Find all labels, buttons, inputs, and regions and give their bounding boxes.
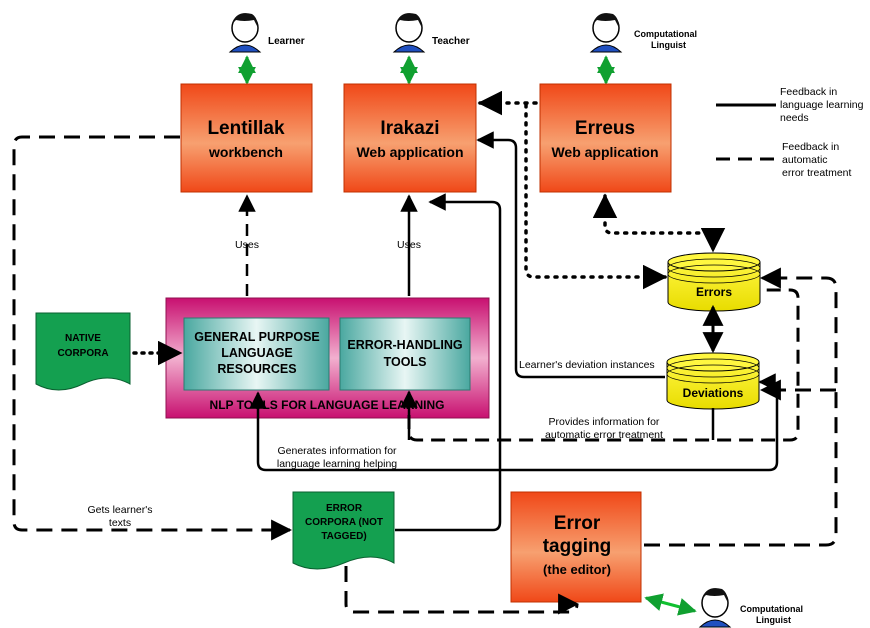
provides-info-line1: Provides information for [549, 416, 660, 428]
person-icon [698, 588, 732, 628]
legend-dashed-line1: Feedback in [782, 141, 839, 153]
teacher-label: Teacher [432, 36, 470, 47]
generates-info-line2: language learning helping [277, 458, 397, 470]
gets-texts-line2: texts [109, 517, 131, 529]
error-tagging-line1: Error [554, 513, 601, 534]
errors-database: Errors [667, 252, 761, 312]
error-corpora-line2: CORPORA (NOT [305, 517, 383, 528]
error-handling-box [339, 317, 471, 391]
corpora-to-tagging-dashed [344, 566, 588, 623]
deviations-label: Deviations [683, 386, 744, 400]
person-icon [392, 13, 426, 53]
legend-dashed-line3: error treatment [782, 167, 852, 179]
teacher-actor: Teacher [392, 13, 470, 53]
error-corpora-line3: TAGGED) [321, 531, 366, 542]
legend-solid-line3: needs [780, 112, 809, 124]
erreus-title: Erreus [575, 118, 635, 139]
irakazi-box: Irakazi Web application [343, 83, 477, 193]
computational-linguist-bottom-actor: Computational Linguist [698, 588, 803, 628]
learner-actor: Learner [228, 13, 305, 53]
legend: Feedback in language learning needs Feed… [716, 86, 864, 179]
lentillak-box: Lentillak workbench [180, 83, 313, 193]
native-line2: CORPORA [57, 348, 108, 359]
actor-arrows [238, 55, 697, 616]
comp-ling-top-line1: Computational [634, 29, 697, 39]
gets-texts-line1: Gets learner's [87, 504, 152, 516]
comp-ling-top-line2: Linguist [651, 40, 686, 50]
error-handling-line1: ERROR-HANDLING [347, 338, 462, 352]
legend-dashed-line2: automatic [782, 154, 828, 166]
lentillak-title: Lentillak [207, 118, 285, 139]
native-corpora-doc: NATIVE CORPORA [35, 312, 131, 391]
error-handling-line2: TOOLS [384, 355, 427, 369]
comp-ling-bottom-line1: Computational [740, 604, 803, 614]
tagging-feedback-dashed [644, 267, 838, 547]
gets-texts-arrow [12, 135, 293, 541]
learner-label: Learner [268, 36, 305, 47]
corpora-to-irakazi-arrow [395, 193, 502, 532]
connectors [12, 90, 838, 623]
uses-label-left: Uses [235, 239, 259, 251]
deviations-database: Deviations [666, 352, 760, 410]
error-tagging-line3: (the editor) [543, 562, 611, 577]
error-corpora-doc: ERROR CORPORA (NOT TAGGED) [292, 491, 395, 570]
person-icon [589, 13, 623, 53]
legend-solid-line2: language learning [780, 99, 864, 111]
general-line1: GENERAL PURPOSE [194, 330, 320, 344]
errors-dotted-left [524, 101, 668, 290]
generates-info-line1: Generates information for [277, 445, 397, 457]
error-tagging-line2: tagging [543, 536, 612, 557]
error-tagging-box: Error tagging (the editor) [510, 491, 642, 603]
deviation-instances-label: Learner's deviation instances [519, 359, 655, 371]
person-icon [228, 13, 262, 53]
errors-label: Errors [696, 285, 732, 299]
irakazi-title: Irakazi [380, 118, 439, 139]
erreus-box: Erreus Web application [539, 83, 672, 193]
computational-linguist-top-actor: Computational Linguist [589, 13, 697, 53]
provides-info-line2: automatic error treatment [545, 429, 663, 441]
erreus-subtitle: Web application [551, 144, 658, 160]
provides-info-dashed [407, 288, 800, 442]
lentillak-subtitle: workbench [208, 144, 283, 160]
comp-ling-bottom-line2: Linguist [756, 615, 791, 625]
legend-solid-line1: Feedback in [780, 86, 837, 98]
general-line3: RESOURCES [217, 362, 296, 376]
uses-label-right: Uses [397, 239, 421, 251]
irakazi-subtitle: Web application [356, 144, 463, 160]
erreus-errors-dotted [592, 193, 726, 253]
nlp-tools-box: GENERAL PURPOSE LANGUAGE RESOURCES ERROR… [165, 297, 490, 419]
error-corpora-line1: ERROR [326, 503, 363, 514]
native-line1: NATIVE [65, 333, 101, 344]
general-line2: LANGUAGE [221, 346, 293, 360]
